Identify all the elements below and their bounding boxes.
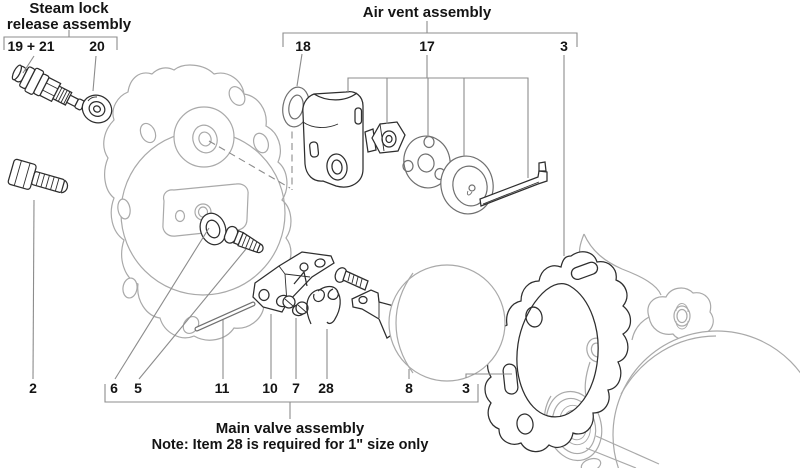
part-washer-6 (199, 212, 227, 246)
label-item-18: 18 (295, 38, 311, 54)
part-clamp-bracket (302, 90, 364, 188)
main-valve-title: Main valve assembly (215, 420, 365, 437)
label-item-2: 2 (29, 380, 37, 396)
part-hex-bolt-2 (7, 158, 69, 194)
label-item-28: 28 (318, 380, 334, 396)
label-item-6: 6 (110, 380, 118, 396)
part-spring-clip-28 (306, 285, 341, 325)
label-item-10: 10 (262, 380, 278, 396)
label-item-8: 8 (405, 380, 413, 396)
label-item-19-21: 19 + 21 (7, 38, 55, 54)
label-item-7: 7 (292, 380, 300, 396)
label-item-20: 20 (89, 38, 105, 54)
part-cover-casting (103, 64, 292, 341)
steam-lock-title-line2: release assembly (6, 16, 132, 33)
air-vent-title: Air vent assembly (362, 4, 492, 21)
part-steam-lock-release-valve-19-21 (11, 64, 86, 111)
part-plug-5 (223, 225, 264, 254)
part-retainer-clip (479, 161, 548, 207)
label-item-3-bottom: 3 (462, 380, 470, 396)
main-valve-note: Note: Item 28 is required for 1" size on… (151, 437, 429, 453)
bracket-steam-lock (3, 30, 118, 92)
label-item-17: 17 (419, 38, 435, 54)
steam-lock-title-line1: Steam lock (29, 0, 109, 17)
part-perforated-disc (402, 135, 451, 189)
part-pivot-screw (334, 267, 369, 291)
part-disc-20 (81, 94, 113, 124)
label-item-11: 11 (214, 380, 230, 396)
part-screw-7 (275, 294, 309, 317)
label-item-5: 5 (134, 380, 142, 396)
part-hex-nipple (364, 121, 406, 154)
part-gasket-3 (484, 251, 632, 453)
part-bracket-10 (252, 251, 335, 313)
part-float-ball-8 (388, 264, 506, 382)
bracket-air-vent (282, 21, 578, 256)
part-pin-11 (194, 301, 256, 332)
label-item-3-top: 3 (560, 38, 568, 54)
bracket-main-valve (32, 199, 512, 419)
dashed-guide-lines (208, 120, 293, 190)
